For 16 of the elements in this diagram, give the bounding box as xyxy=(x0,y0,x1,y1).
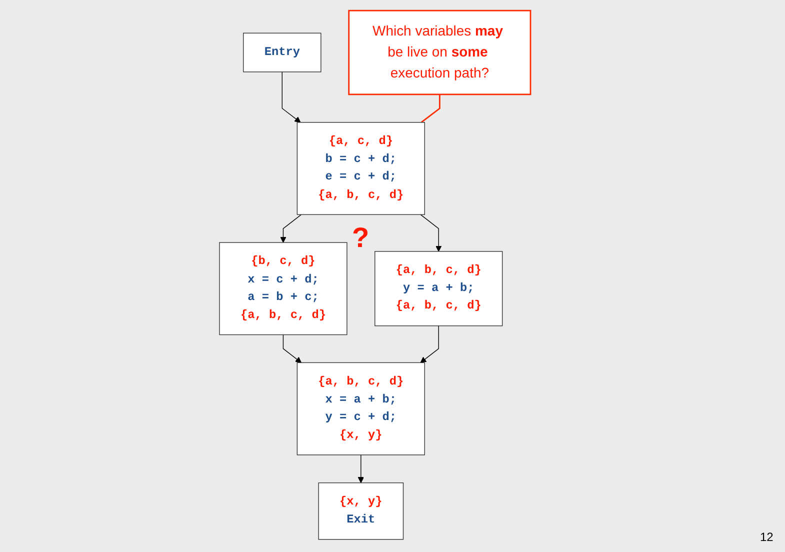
arrow xyxy=(280,214,302,243)
arrow xyxy=(282,334,302,363)
node-box: {a, b, c, d} y = a + b; {a, b, c, d} xyxy=(374,251,503,326)
page-number: 12 xyxy=(760,530,774,544)
node-box: {b, c, d} x = c + d; a = b + c; {a, b, c, d} xyxy=(219,242,348,336)
node-box: Which variables may be live on some execution path? xyxy=(348,10,532,96)
arrow xyxy=(282,72,301,123)
connector xyxy=(420,94,440,123)
arrow xyxy=(358,454,364,484)
node-box: Entry xyxy=(243,32,322,72)
node-box: {a, c, d} b = c + d; e = c + d; {a, b, c, d} xyxy=(296,122,425,215)
question-mark: ? xyxy=(352,222,370,254)
node-box: {a, b, c, d} x = a + b; y = c + d; {x, y} xyxy=(296,362,425,456)
node-box: {x, y} Exit xyxy=(318,482,404,540)
arrow xyxy=(420,325,439,363)
arrow xyxy=(420,214,442,252)
